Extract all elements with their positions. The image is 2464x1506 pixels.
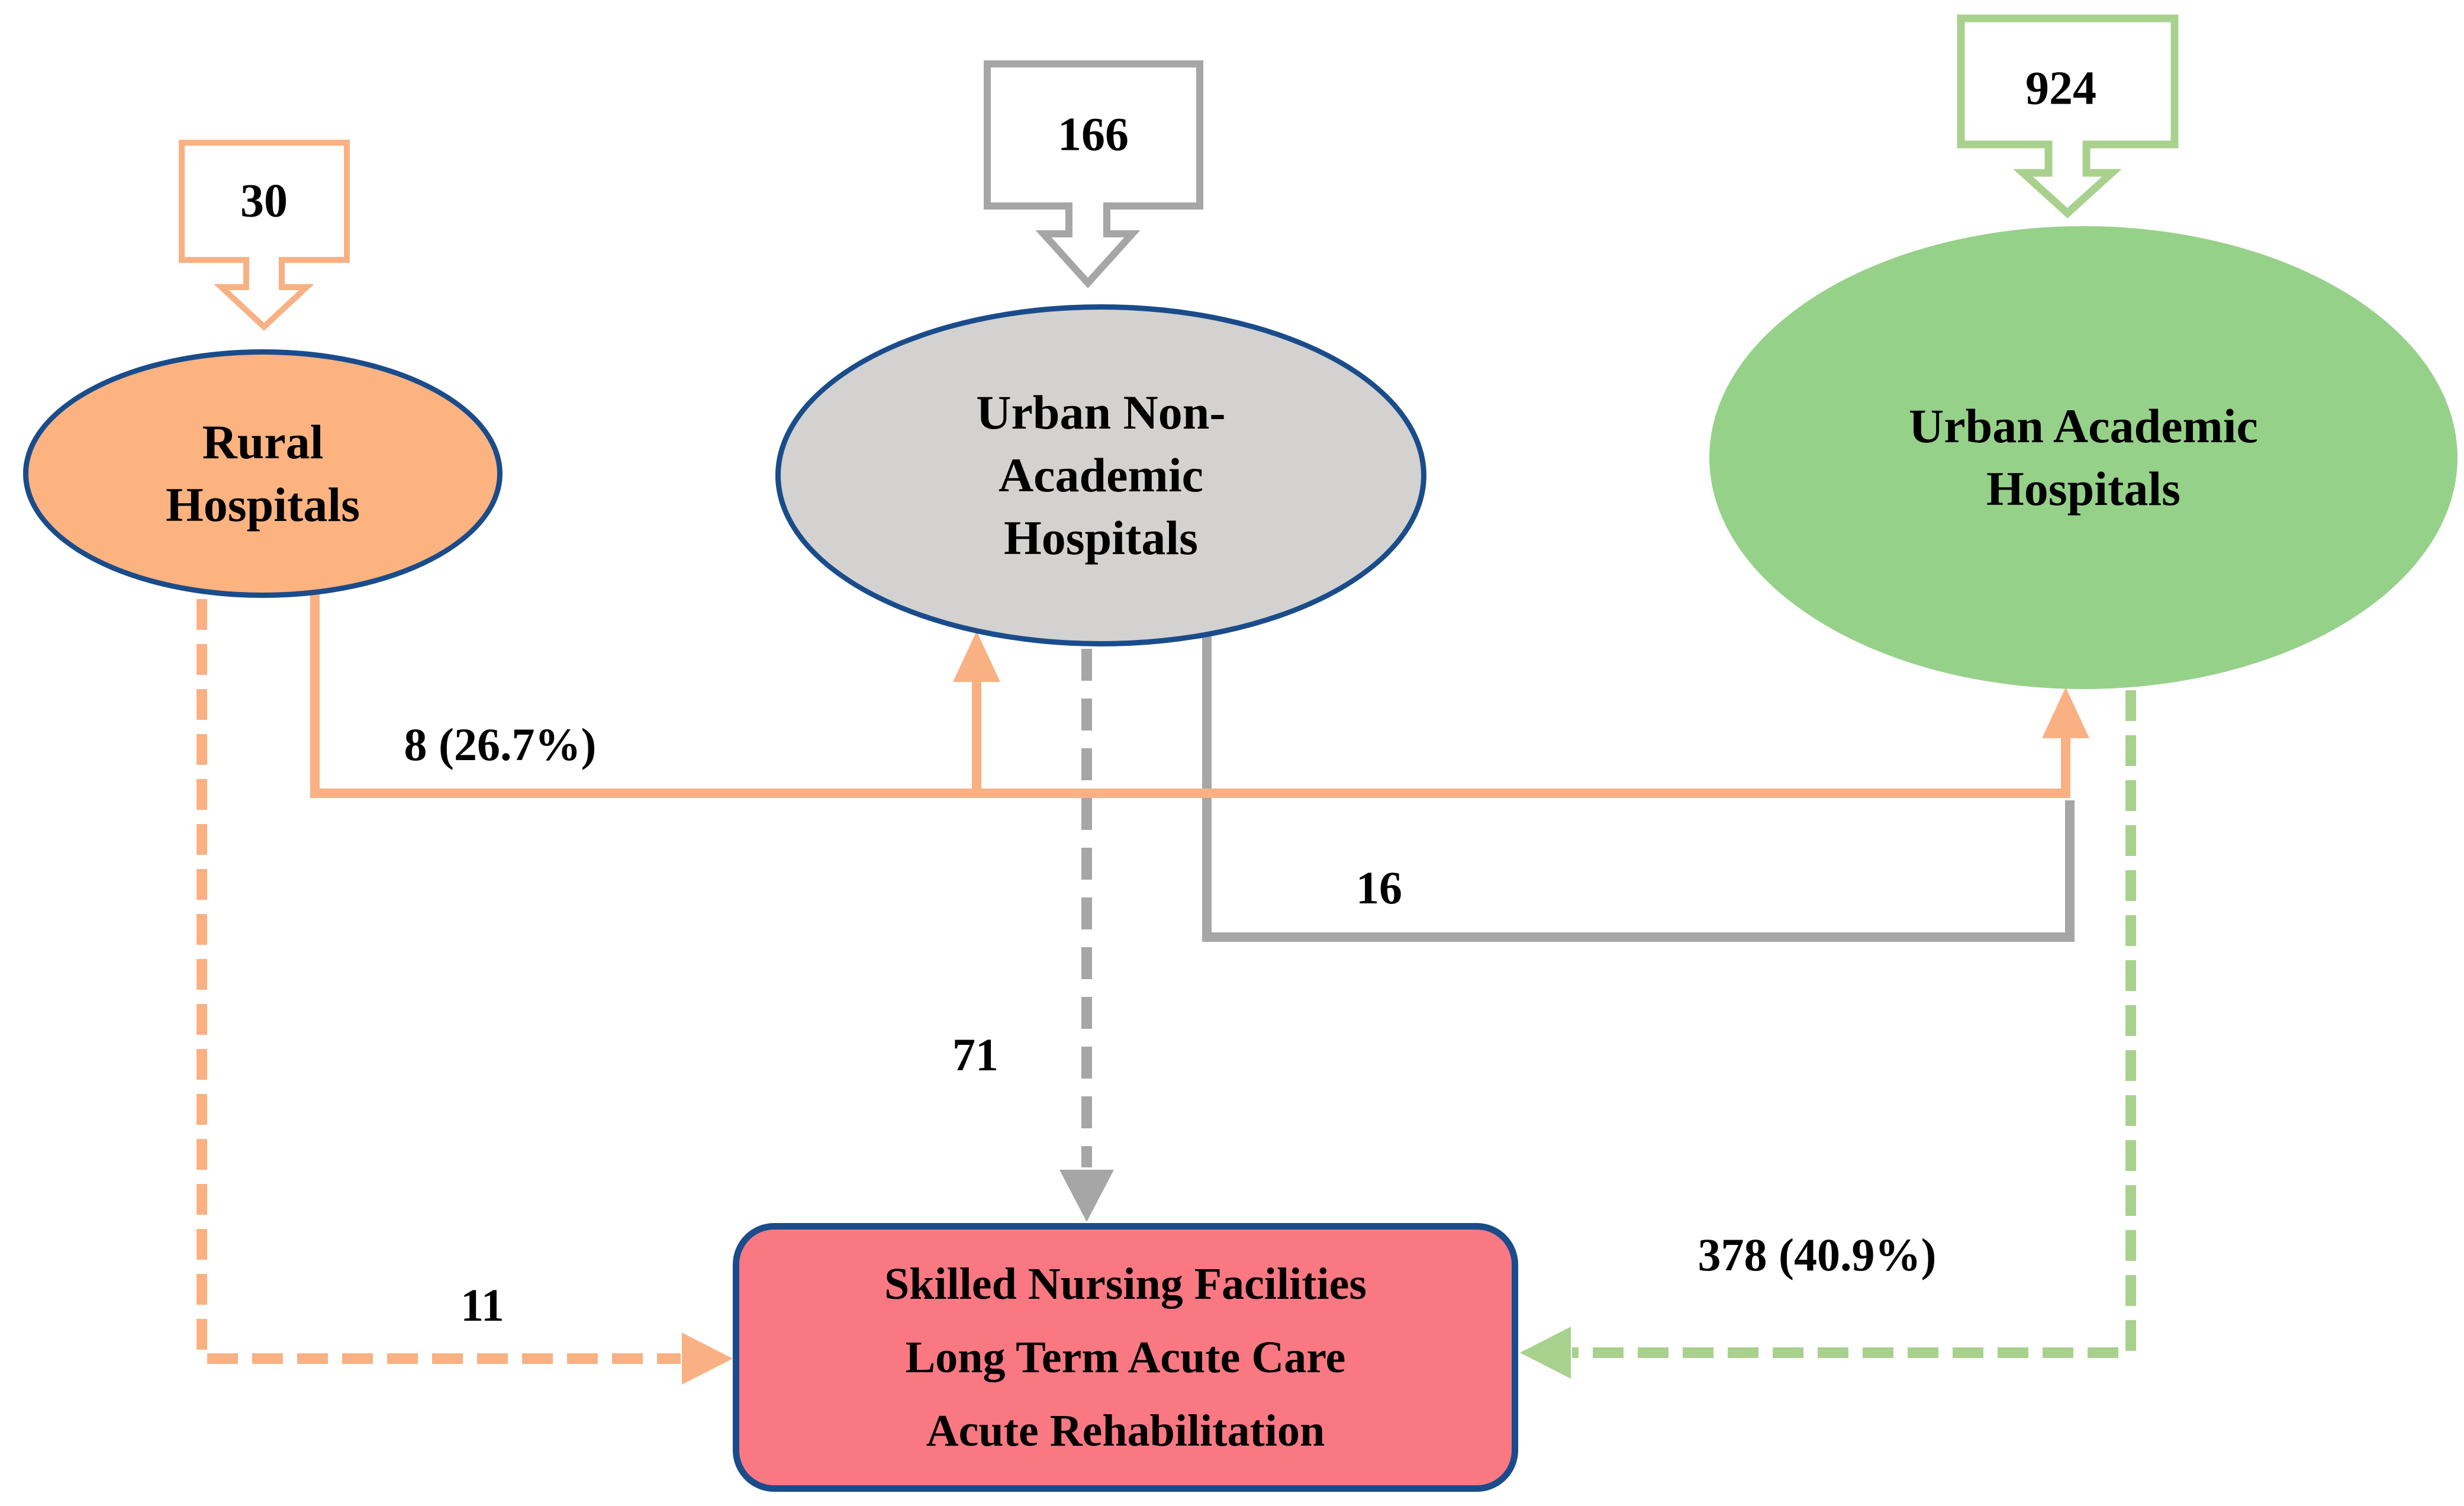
flow-71-arrowhead-into-post-acute	[1059, 1170, 1114, 1222]
flow-378-arrowhead-into-post-acute	[1520, 1327, 1571, 1379]
flow-11-arrowhead-into-post-acute	[682, 1333, 733, 1385]
urban-academic-label-line2: Hospitals	[1986, 462, 2181, 516]
post-acute-label-line3: Acute Rehabilitation	[926, 1406, 1325, 1456]
flow-label-rural-to-post-acute: 11	[460, 1279, 504, 1331]
urban-academic-inflow-count: 924	[2025, 62, 2096, 115]
urban-non-academic-label-line1: Urban Non-	[976, 385, 1226, 439]
flow-8-arrowhead-into-urban-non-academic	[953, 631, 1000, 682]
urban-non-academic-inflow-count: 166	[1058, 108, 1129, 161]
flow-8-line	[310, 594, 2070, 798]
rural-hospitals-label-line2: Hospitals	[165, 478, 360, 532]
flow-11-dashed-line	[197, 599, 681, 1364]
flow-label-non-academic-to-academic: 16	[1356, 862, 1402, 913]
flow-label-academic-to-post-acute: 378 (40.9%)	[1698, 1229, 1937, 1280]
post-acute-label-line2: Long Term Acute Care	[905, 1333, 1346, 1382]
rural-hospitals-label-line1: Rural	[202, 415, 324, 469]
urban-non-academic-label-line2: Academic	[998, 448, 1204, 502]
inflow-callout-urban-academic	[1957, 14, 2179, 218]
flow-378-dashed-line	[1572, 690, 2136, 1358]
flow-label-rural-to-urban: 8 (26.7%)	[404, 719, 597, 770]
inflow-callout-urban-non-academic	[984, 60, 1203, 288]
post-acute-label-line1: Skilled Nursing Facilities	[884, 1259, 1367, 1309]
inflow-callout-rural	[179, 140, 350, 331]
node-urban-non-academic-hospitals: Urban Non- Academic Hospitals	[775, 304, 1426, 646]
flow-16-line	[1202, 620, 2075, 942]
node-rural-hospitals: Rural Hospitals	[23, 349, 503, 598]
rural-inflow-count: 30	[240, 175, 288, 227]
urban-academic-label-line1: Urban Academic	[1909, 399, 2258, 453]
flow-8-arrowhead-into-urban-academic	[2042, 687, 2089, 738]
flow-label-non-academic-to-post-acute: 71	[952, 1029, 999, 1080]
node-post-acute-facilities: Skilled Nursing Facilities Long Term Acu…	[733, 1223, 1518, 1492]
urban-non-academic-label-line3: Hospitals	[1003, 511, 1199, 565]
node-urban-academic-hospitals: Urban Academic Hospitals	[1709, 226, 2457, 689]
